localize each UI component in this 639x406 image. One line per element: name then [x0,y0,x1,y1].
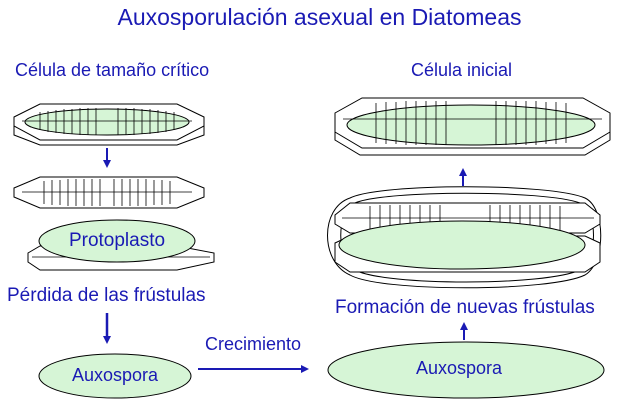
label-critical-cell: Célula de tamaño crítico [15,60,210,80]
critical-cell-diagram [13,103,205,146]
protoplast-ellipse [38,219,196,263]
label-growth: Crecimiento [205,334,302,354]
auxospore-large-ellipse [327,341,605,399]
auxospore-small-ellipse [38,353,192,399]
diagram-title: Auxosporulación asexual en Diatomeas [117,4,522,30]
empty-frustule-top [13,176,205,209]
critical-cell-striae [39,108,175,135]
label-protoplast: Protoplasto [68,230,166,251]
label-frustule-loss: Pérdida de las frústulas [7,285,206,306]
label-auxospore-small: Auxospora [71,365,159,385]
critical-cell-protoplast [24,108,190,136]
label-auxospore-large: Auxospora [415,358,503,378]
auxospore-with-frustules [327,186,602,289]
label-initial-cell: Célula inicial [411,60,513,80]
label-new-frustules: Formación de nuevas frústulas [335,297,595,318]
initial-cell-diagram [334,97,611,156]
